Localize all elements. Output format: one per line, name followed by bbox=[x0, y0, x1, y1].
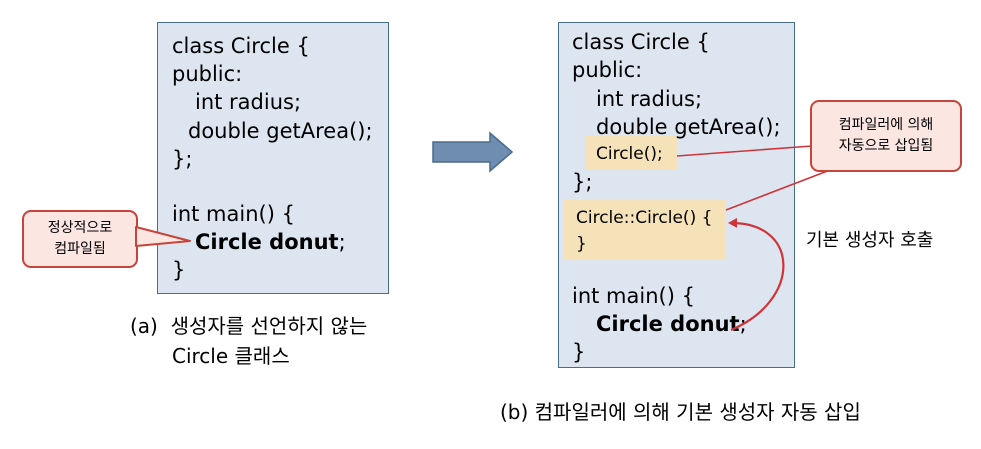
left-callout: 정상적으로 컴파일됨 bbox=[22, 210, 138, 268]
right-callout-line2: 자동으로 삽입됨 bbox=[838, 138, 934, 154]
callout-pointer-to-definition bbox=[725, 169, 831, 211]
constructor-definition-highlight bbox=[564, 200, 726, 260]
left-code-close-main-line: } bbox=[172, 258, 186, 282]
left-caption-line2: Circle 클래스 bbox=[172, 344, 290, 368]
left-callout-line2: 컴파일됨 bbox=[54, 241, 106, 257]
left-code-radius-line: int radius; bbox=[195, 90, 302, 114]
right-callout-line1: 컴파일러에 의해 bbox=[838, 117, 934, 133]
callout-pointer-to-declaration bbox=[676, 145, 813, 157]
right-code-constructor-close: } bbox=[576, 234, 587, 254]
right-code-panel bbox=[558, 22, 795, 368]
right-code-class-line: class Circle { bbox=[572, 30, 710, 54]
right-caption: (b) 컴파일러에 의해 기본 생성자 자동 삽입 bbox=[500, 400, 861, 424]
right-callout: 컴파일러에 의해 자동으로 삽입됨 bbox=[810, 100, 962, 172]
right-code-public-line: public: bbox=[572, 58, 643, 82]
right-code-close-class-line: }; bbox=[572, 170, 593, 194]
left-code-class-line: class Circle { bbox=[172, 34, 310, 58]
constructor-declaration-highlight bbox=[585, 136, 677, 170]
left-callout-pointer bbox=[135, 226, 191, 247]
left-code-close-class-line: }; bbox=[172, 147, 193, 171]
left-caption-line1: (a) 생성자를 선언하지 않는 bbox=[130, 314, 368, 338]
right-code-donut-line: Circle donut; bbox=[596, 314, 747, 335]
left-code-getarea-line: double getArea(); bbox=[188, 119, 373, 143]
transition-arrow-icon bbox=[432, 131, 514, 173]
left-code-panel bbox=[157, 22, 389, 294]
left-code-main-line: int main() { bbox=[172, 202, 295, 226]
right-code-main-line: int main() { bbox=[572, 284, 695, 308]
right-code-constructor-definition: Circle::Circle() { bbox=[576, 208, 713, 228]
right-code-getarea-line: double getArea(); bbox=[596, 115, 781, 139]
right-code-radius-line: int radius; bbox=[596, 87, 703, 111]
left-callout-line1: 정상적으로 bbox=[47, 220, 113, 236]
left-code-donut-bold: Circle donut bbox=[195, 230, 339, 254]
right-code-constructor-declaration: Circle(); bbox=[596, 144, 663, 164]
left-code-donut-line: Circle donut; bbox=[195, 232, 346, 253]
default-constructor-call-arrow-icon bbox=[728, 217, 785, 332]
right-code-donut-bold: Circle donut bbox=[596, 312, 740, 336]
default-constructor-call-label: 기본 생성자 호출 bbox=[806, 230, 934, 251]
left-code-public-line: public: bbox=[172, 62, 243, 86]
left-code-donut-semicolon: ; bbox=[338, 230, 346, 254]
right-code-close-main-line: } bbox=[572, 340, 586, 364]
